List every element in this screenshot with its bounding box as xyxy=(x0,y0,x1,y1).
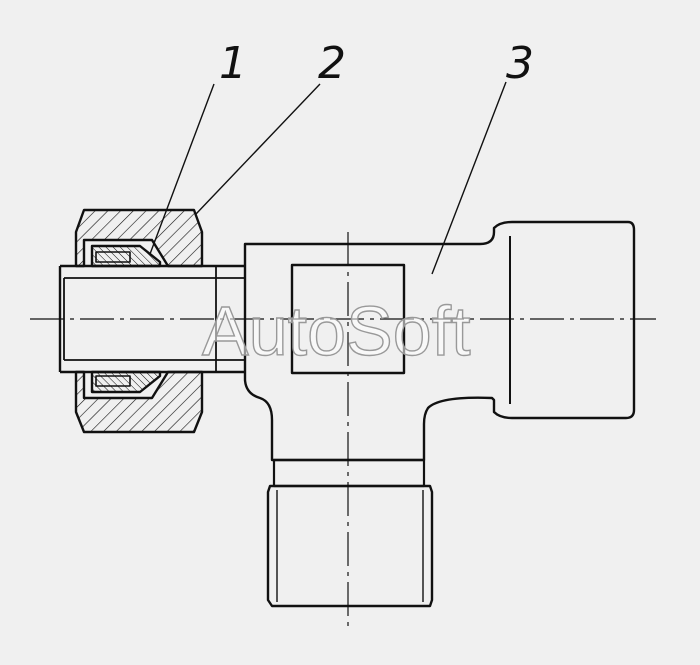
watermark: AutoSoft xyxy=(201,292,471,370)
ferrule-top xyxy=(90,244,162,268)
leader-2 xyxy=(195,83,321,215)
fitting-body xyxy=(243,220,636,462)
leader-1 xyxy=(149,83,215,255)
ferrule-bottom xyxy=(90,370,162,394)
neck-groove xyxy=(272,458,426,488)
part-label-3: 3 xyxy=(506,38,534,89)
part-label-1: 1 xyxy=(219,38,247,89)
part-label-2: 2 xyxy=(318,38,346,89)
leader-3 xyxy=(431,81,507,275)
threaded-stub xyxy=(266,484,434,608)
